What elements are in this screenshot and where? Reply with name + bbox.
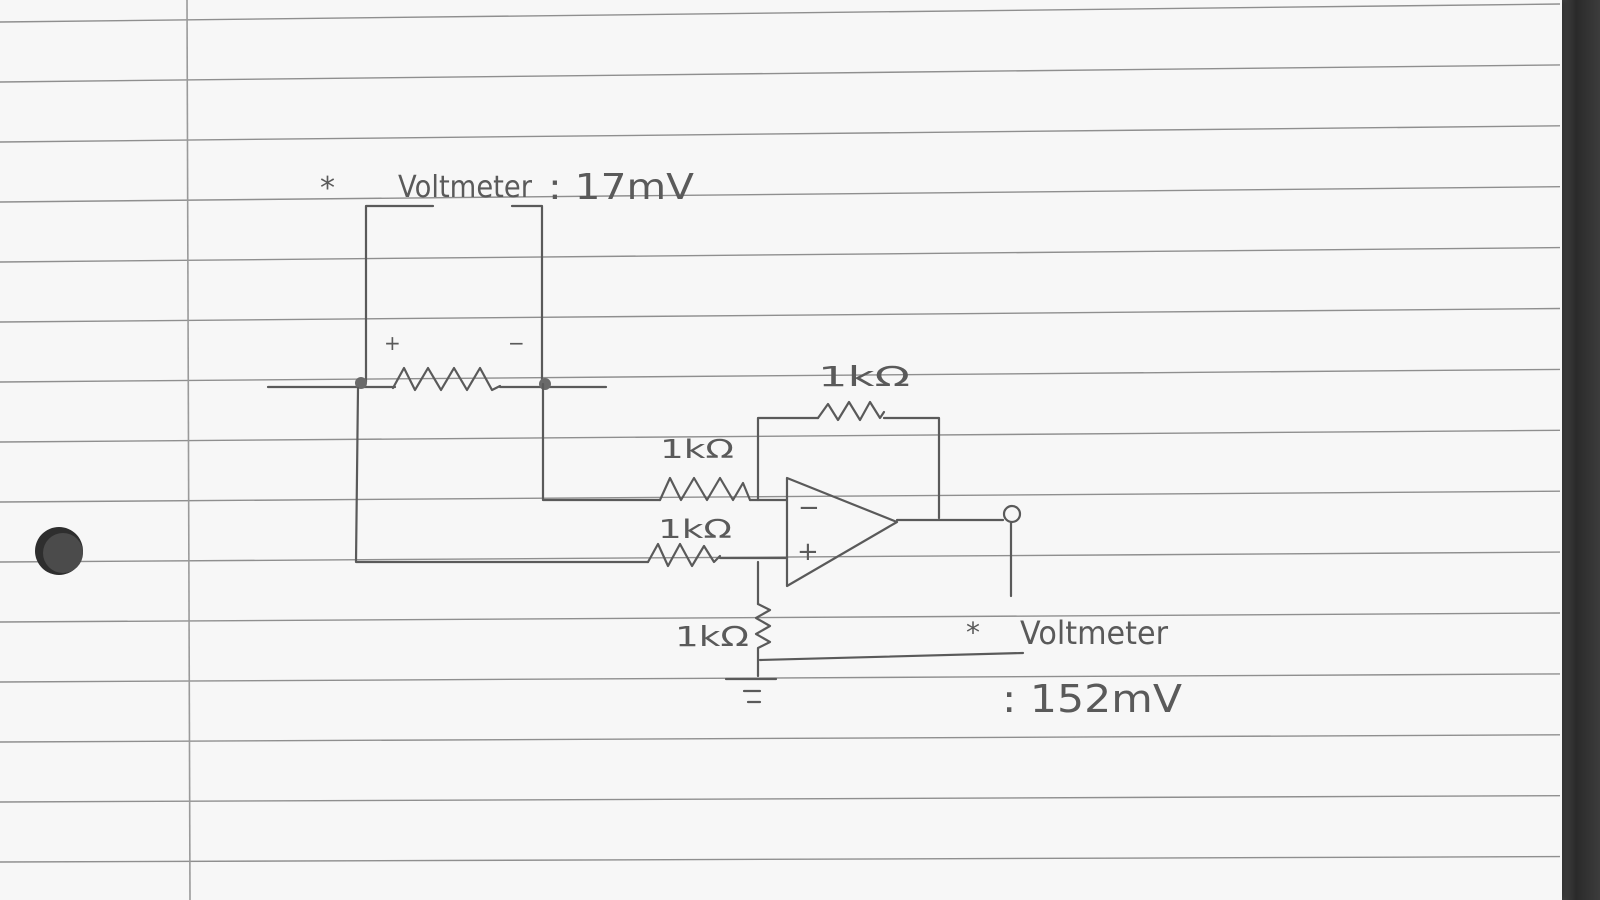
ruled-line xyxy=(0,368,1561,383)
opamp-minus-sign: − xyxy=(798,493,820,523)
binder-hole-shadow xyxy=(43,533,83,573)
ruled-line xyxy=(0,855,1561,863)
source-plus-sign: + xyxy=(384,331,401,355)
ruled-line xyxy=(0,490,1561,503)
desk-surface-edge xyxy=(1560,0,1600,900)
ruled-line xyxy=(0,246,1561,263)
margin-line xyxy=(186,0,191,900)
notebook-page xyxy=(0,0,1562,900)
ruled-line xyxy=(0,734,1561,743)
ruled-line xyxy=(0,673,1561,683)
inverting-input-resistor xyxy=(658,476,752,502)
top-voltmeter-reading: : 17mV xyxy=(548,167,694,208)
source-minus-sign: − xyxy=(508,331,525,355)
feedback-wire-right xyxy=(882,416,941,520)
ruled-line xyxy=(0,612,1561,623)
bottom-voltmeter-marker: * xyxy=(966,616,980,649)
voltmeter-probe-wire-right xyxy=(510,204,544,384)
ruled-line xyxy=(0,307,1561,323)
top-voltmeter-marker: * xyxy=(320,171,335,206)
ruled-line xyxy=(0,125,1561,143)
node-dot-right xyxy=(539,378,551,390)
ground-resistor xyxy=(754,602,772,678)
opamp-plus-sign: + xyxy=(797,537,819,567)
node-dot-left xyxy=(355,377,367,389)
feedback-wire-left xyxy=(756,416,820,502)
feedback-resistor xyxy=(816,400,886,422)
noninverting-input-resistor xyxy=(646,542,722,568)
bottom-voltmeter-reading: : 152mV xyxy=(1002,677,1182,721)
opamp-body xyxy=(785,476,899,588)
noninverting-resistor-label: 1kΩ xyxy=(658,515,732,545)
ruled-line xyxy=(0,64,1561,83)
ruled-line xyxy=(0,3,1561,23)
ruled-lines xyxy=(0,3,1561,863)
wire-to-inverting-input xyxy=(541,382,662,502)
source-resistor xyxy=(391,366,502,392)
ruled-line xyxy=(0,795,1561,803)
ground-resistor-label: 1kΩ xyxy=(675,620,749,653)
voltmeter-probe-wire xyxy=(364,204,435,384)
wire-to-noninverting-input xyxy=(354,386,650,564)
bottom-voltmeter-label: Voltmeter xyxy=(1020,614,1169,652)
feedback-resistor-label: 1kΩ xyxy=(818,360,910,393)
output-terminal xyxy=(1002,504,1022,524)
ruled-line xyxy=(0,186,1561,203)
top-voltmeter-label: Voltmeter xyxy=(398,170,533,205)
inverting-resistor-label: 1kΩ xyxy=(660,435,734,465)
ruled-line xyxy=(0,429,1561,443)
voltmeter-reference-wire xyxy=(758,651,1025,662)
